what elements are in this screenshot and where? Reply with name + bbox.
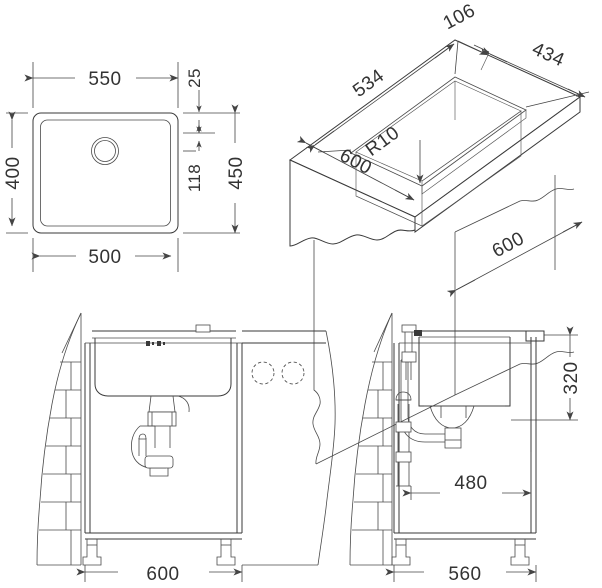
front-dim-600: 600 bbox=[76, 564, 243, 585]
plan-dim-550: 550 bbox=[24, 69, 179, 90]
side-dim-480: 480 bbox=[402, 452, 532, 500]
sink-outer-rim bbox=[32, 112, 179, 234]
sink-bowl-front bbox=[92, 324, 236, 397]
side-section-view: 320 480 560 bbox=[349, 312, 582, 585]
front-section-view: 600 bbox=[36, 312, 336, 585]
side-dim-560-label: 560 bbox=[448, 564, 481, 585]
sink-bowl-side bbox=[415, 330, 529, 407]
plan-dim-400: 400 bbox=[3, 111, 24, 227]
plan-dim-118-label: 118 bbox=[185, 164, 204, 192]
worktop-cap-side bbox=[525, 330, 545, 342]
top-plan-view: 550 500 400 450 25 1 bbox=[3, 62, 247, 272]
front-dim-600-label: 600 bbox=[146, 564, 179, 585]
hidden-tap-holes bbox=[251, 361, 305, 385]
bottle-trap-front bbox=[131, 395, 190, 477]
brick-wall-front bbox=[36, 312, 82, 566]
drain-stack-side bbox=[395, 391, 412, 487]
brick-wall-side bbox=[349, 312, 393, 566]
plan-dim-550-label: 550 bbox=[88, 69, 121, 90]
waste-fitting-mark bbox=[146, 341, 165, 346]
tap-body bbox=[401, 324, 417, 333]
cabinet-left-break bbox=[312, 240, 321, 465]
sink-inner-bowl bbox=[40, 119, 171, 227]
plan-dim-500: 500 bbox=[31, 247, 172, 268]
cabinet-side bbox=[393, 330, 545, 540]
plan-dim-25-label: 25 bbox=[185, 68, 204, 88]
cabinet-front bbox=[84, 342, 243, 540]
bowl-interior bbox=[355, 81, 522, 227]
bowl-rim-band bbox=[421, 109, 527, 195]
plinth-legs-front bbox=[82, 539, 236, 566]
plan-dim-500-label: 500 bbox=[88, 247, 121, 268]
worktop-right-edge bbox=[414, 96, 581, 233]
plan-dim-400-label: 400 bbox=[3, 156, 24, 189]
plinth-legs-side bbox=[391, 539, 530, 566]
overflow-boss bbox=[195, 324, 211, 333]
drain-outlet-circle bbox=[91, 137, 119, 165]
side-dim-480-label: 480 bbox=[454, 473, 487, 494]
side-dim-560: 560 bbox=[385, 564, 537, 585]
side-dim-320-label: 320 bbox=[561, 361, 582, 394]
plan-dim-450: 450 bbox=[226, 104, 247, 234]
worktop-front-edge bbox=[289, 159, 416, 247]
cabinet-top-right-break bbox=[454, 188, 575, 233]
waste-assembly-side bbox=[400, 324, 475, 449]
plan-dim-450-label: 450 bbox=[226, 156, 247, 189]
cabinet-base-right bbox=[454, 351, 575, 396]
plan-dim-118: 118 bbox=[185, 120, 204, 192]
side-dim-320: 320 bbox=[511, 326, 582, 421]
worktop-front-right bbox=[242, 330, 336, 566]
